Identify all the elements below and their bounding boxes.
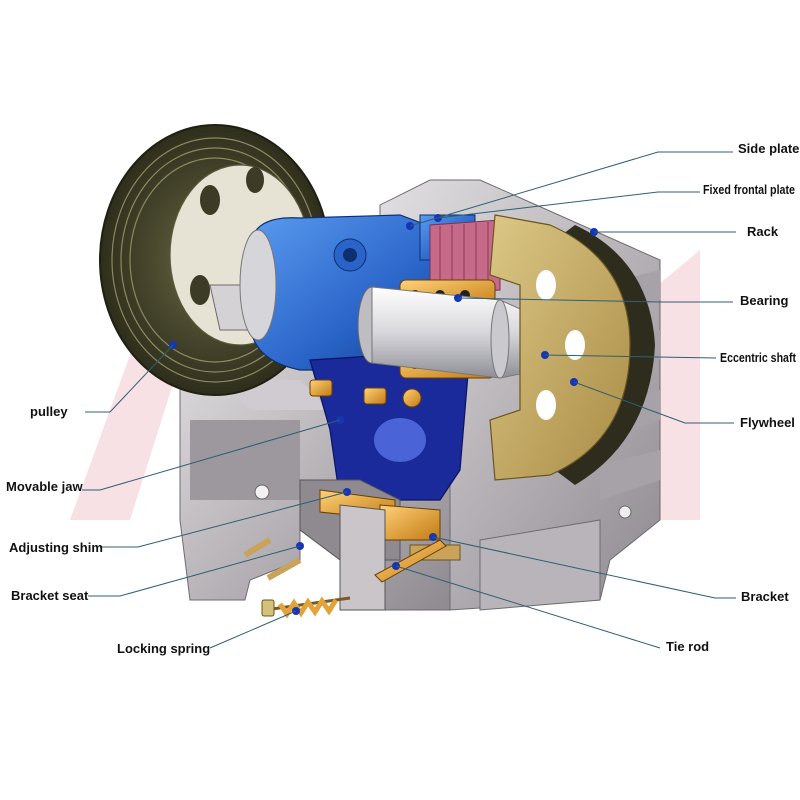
label-tie-rod: Tie rod bbox=[666, 639, 709, 654]
label-eccentric-shaft: Eccentric shaft bbox=[720, 350, 797, 365]
leader-pulley bbox=[85, 344, 174, 413]
leader-adjusting-shim bbox=[100, 491, 348, 548]
leader-side-plate bbox=[409, 151, 733, 227]
movable-jaw-hole bbox=[374, 418, 426, 462]
tie-rod-shape bbox=[374, 539, 447, 583]
leader-movable-jaw bbox=[82, 419, 341, 491]
leader-tie-rod bbox=[395, 565, 661, 649]
label-side-plate: Side plate bbox=[738, 141, 799, 156]
flywheel-wheel bbox=[489, 214, 655, 485]
machine-illustration bbox=[99, 124, 661, 619]
label-flywheel: Flywheel bbox=[740, 415, 795, 430]
leader-lines bbox=[82, 151, 736, 649]
bracket-seat-bolts bbox=[243, 537, 302, 581]
locking-spring-shape bbox=[261, 596, 351, 619]
leader-fixed-frontal-plate bbox=[437, 191, 700, 219]
leader-bracket-seat bbox=[88, 545, 301, 597]
callout-markers bbox=[169, 214, 598, 615]
leader-bracket bbox=[432, 536, 736, 599]
label-bearing: Bearing bbox=[740, 293, 788, 308]
leader-flywheel bbox=[573, 381, 734, 424]
jaw-plates bbox=[429, 219, 501, 296]
label-rack: Rack bbox=[747, 224, 779, 239]
label-locking-spring: Locking spring bbox=[117, 641, 210, 656]
label-movable-jaw: Movable jaw bbox=[6, 479, 83, 494]
label-bracket: Bracket bbox=[741, 589, 789, 604]
label-fixed-frontal-plate: Fixed frontal plate bbox=[703, 182, 795, 197]
label-pulley: pulley bbox=[30, 404, 68, 419]
jaw-springs bbox=[309, 379, 422, 408]
label-adjusting-shim: Adjusting shim bbox=[9, 540, 103, 555]
leader-locking-spring bbox=[209, 610, 297, 649]
leader-eccentric-shaft bbox=[544, 354, 717, 359]
labels: Side plate Fixed frontal plate Rack Bear… bbox=[6, 141, 799, 656]
leader-bearing bbox=[457, 297, 733, 303]
bracket-assembly bbox=[299, 479, 461, 611]
label-bracket-seat: Bracket seat bbox=[11, 588, 89, 603]
